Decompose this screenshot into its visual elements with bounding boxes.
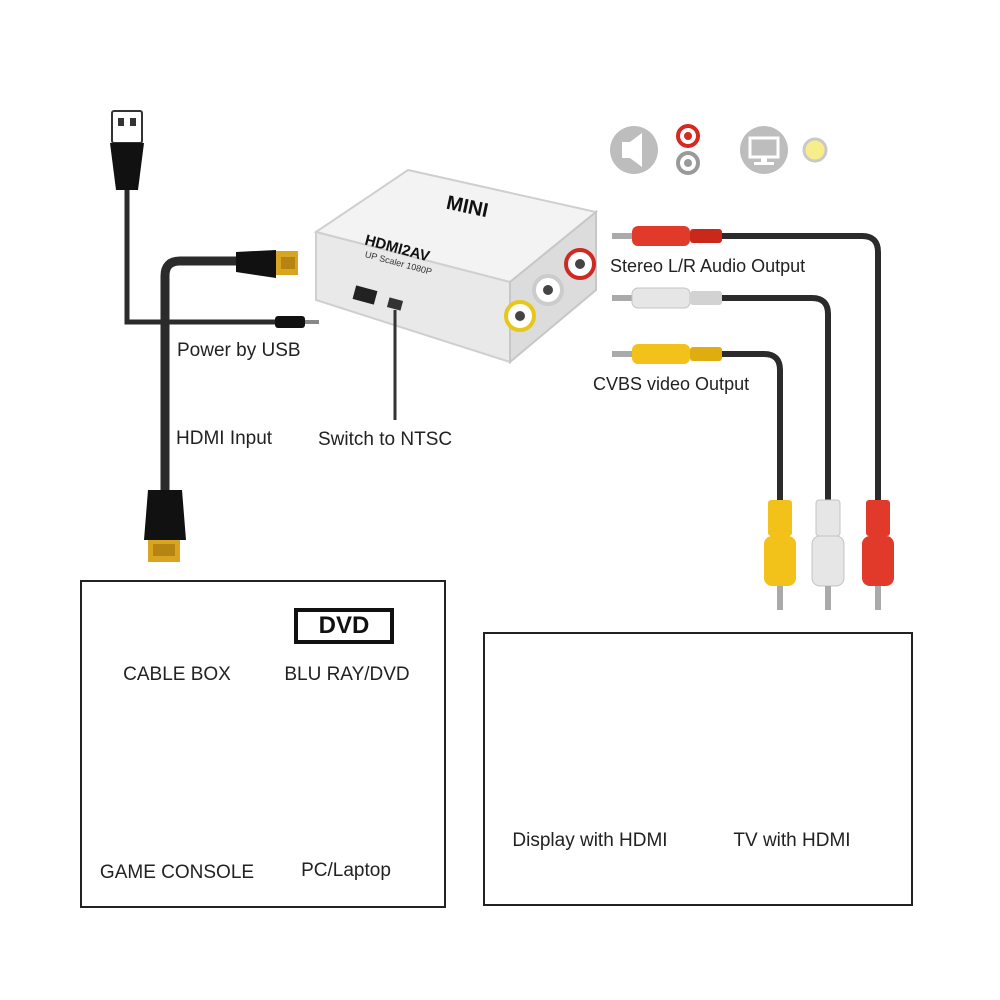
rca-yellow-cable	[612, 344, 796, 610]
monitor-caption: Display with HDMI	[512, 830, 668, 851]
display-devices-panel	[483, 632, 913, 906]
rca-white-cable	[612, 287, 845, 610]
power-label: Power by USB	[177, 340, 301, 361]
dvd-logo: DVD	[294, 608, 394, 644]
pc-caption: PC/Laptop	[301, 860, 391, 881]
monitor-icon	[740, 126, 788, 174]
rca-red-cable	[612, 226, 894, 610]
switch-label: Switch to NTSC	[318, 429, 453, 450]
hdmi-input-label: HDMI Input	[176, 428, 273, 449]
blu-ray-caption: BLU RAY/DVD	[284, 664, 410, 685]
hdmi2av-converter	[313, 168, 599, 365]
tv-caption: TV with HDMI	[733, 830, 851, 851]
audio-jack-icon	[676, 124, 700, 175]
hdmi-cable	[144, 250, 298, 562]
usb-power-cable	[110, 110, 319, 328]
video-output-label: CVBS video Output	[593, 374, 750, 394]
cable-box-caption: CABLE BOX	[123, 664, 231, 685]
speaker-icon	[610, 126, 658, 174]
source-devices-panel	[80, 580, 446, 908]
game-console-caption: GAME CONSOLE	[99, 862, 255, 883]
video-jack-icon	[802, 137, 828, 163]
audio-output-label: Stereo L/R Audio Output	[610, 256, 806, 276]
